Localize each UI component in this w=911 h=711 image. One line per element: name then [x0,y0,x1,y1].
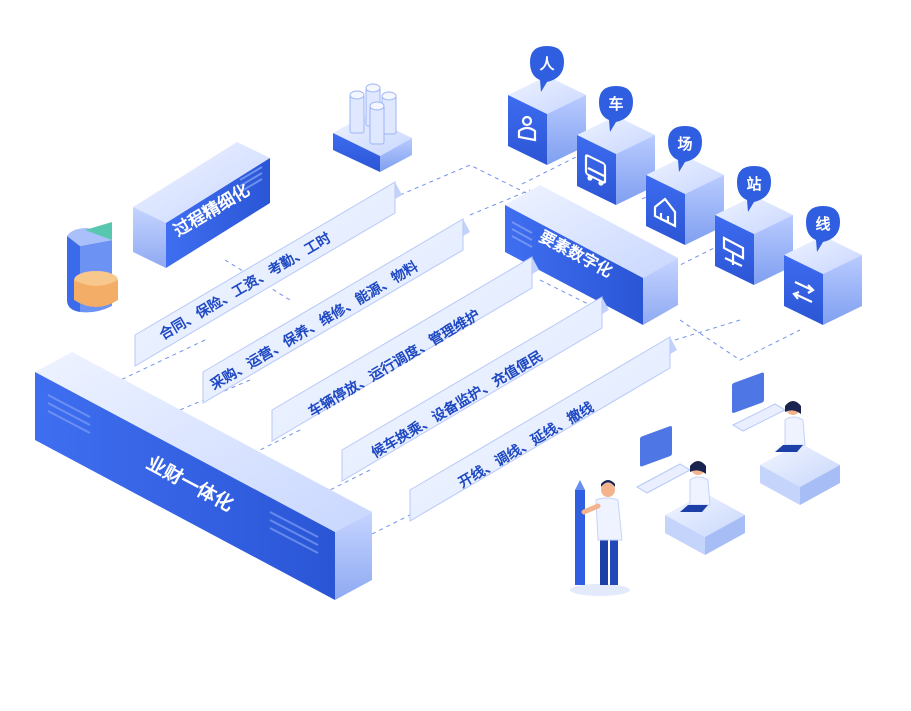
element-cube-station: 站 [715,166,793,285]
element-cubes: 人 车 场 [508,46,862,325]
people-illustration [570,372,840,596]
route-icon [792,281,815,303]
process-refinement-slab: 过程精细化 [133,142,270,268]
element-digitalization-slab: 要素数字化 [505,185,678,325]
seated-woman-figure-1 [635,426,745,555]
element-char-station: 站 [746,175,761,193]
house-icon [653,197,677,228]
seated-woman-figure-2 [731,372,840,505]
element-cube-yard: 场 [646,126,724,245]
station-sign-icon [722,236,745,267]
process-line-text-5: 开线、调线、延线、撤线 [455,399,596,492]
element-char-yard: 场 [677,135,692,153]
standing-man-figure [570,480,630,596]
bus-icon [584,154,607,186]
element-cube-bus: 车 [577,86,655,205]
element-char-person: 人 [539,55,555,73]
process-plate-5: 开线、调线、延线、撤线 [409,336,677,522]
element-cube-route: 线 [784,206,862,325]
pipes-box-icon [333,83,412,172]
business-finance-slab: 业财一体化 [35,352,372,600]
element-cube-person: 人 [508,46,586,165]
pie-chart-icon [67,222,118,313]
element-char-bus: 车 [608,95,623,113]
element-char-route: 线 [815,215,830,233]
person-icon [517,115,537,142]
